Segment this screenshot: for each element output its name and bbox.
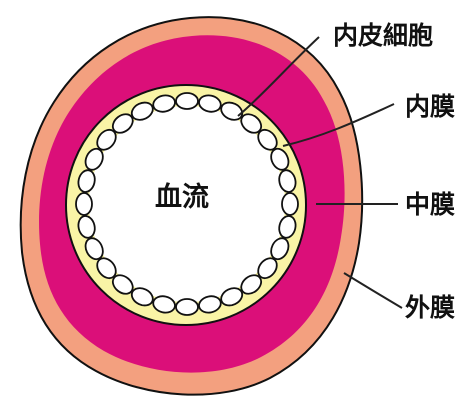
endothelial-cells-label: 内皮細胞 [333,21,433,50]
tunica-intima-label: 内膜 [405,92,455,121]
endothelial-cell [176,299,198,315]
tunica-externa-leader-line [344,273,402,308]
tunica-externa-label: 外膜 [405,293,455,322]
tunica-media-label: 中膜 [405,190,455,219]
endothelial-cell [282,193,298,215]
endothelial-cell [176,93,198,109]
blood-flow-label: 血流 [155,182,209,213]
endothelial-cell [76,193,92,215]
